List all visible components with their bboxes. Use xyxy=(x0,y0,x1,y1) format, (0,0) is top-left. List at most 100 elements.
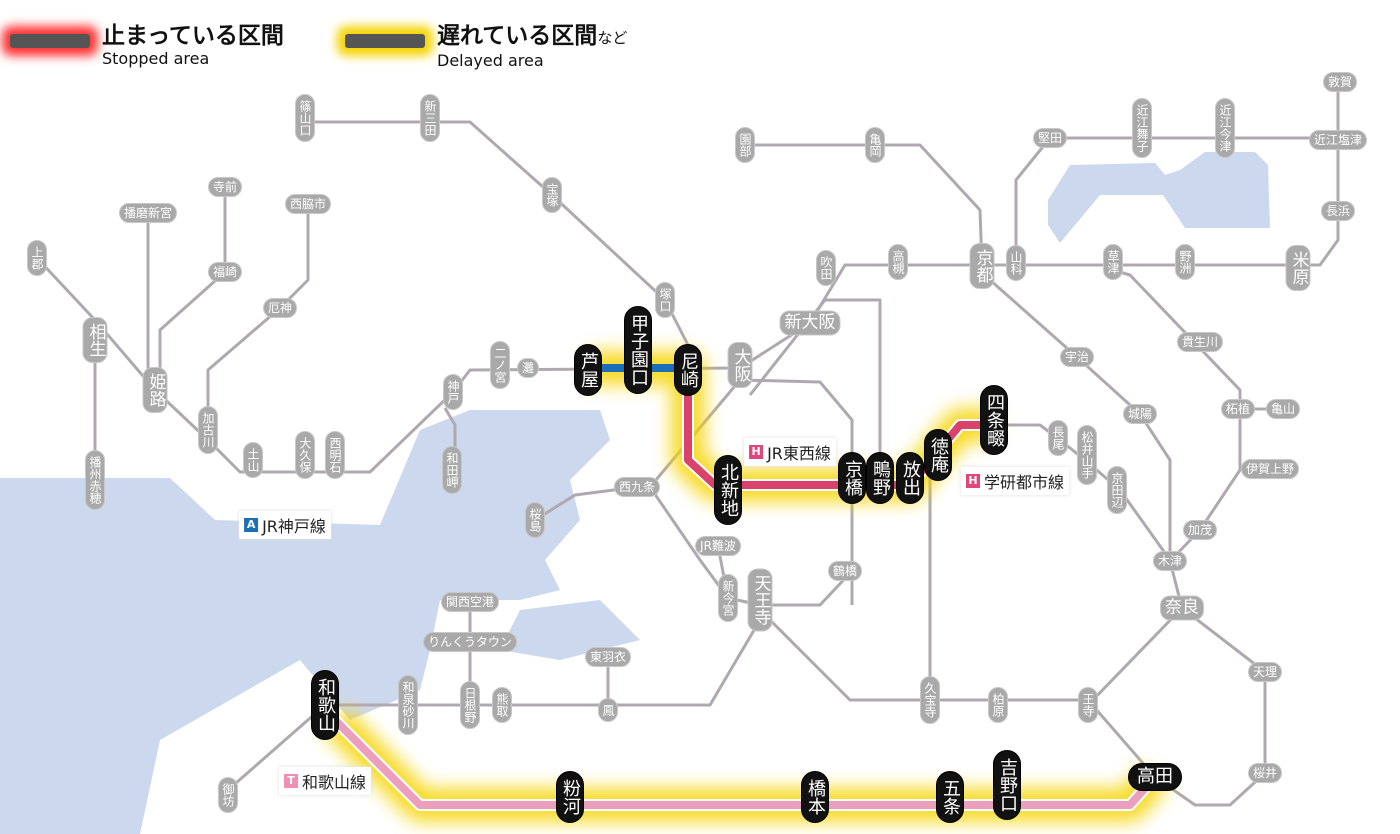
affected-station[interactable]: 和歌山 xyxy=(311,670,339,740)
station[interactable]: 草津 xyxy=(1103,244,1123,280)
affected-station[interactable]: 五条 xyxy=(936,771,964,823)
station[interactable]: 奈良 xyxy=(1160,595,1204,621)
station[interactable]: 宝塚 xyxy=(542,177,562,213)
station[interactable]: 御坊 xyxy=(218,777,238,813)
affected-station[interactable]: 徳庵 xyxy=(924,429,952,481)
station[interactable]: 亀山 xyxy=(1265,399,1301,419)
station[interactable]: 鶴橋 xyxy=(827,561,863,581)
station[interactable]: 京田辺 xyxy=(1107,466,1127,514)
line-badge: A xyxy=(244,518,259,532)
station[interactable]: 寺前 xyxy=(207,177,243,197)
station[interactable]: 東羽衣 xyxy=(584,647,632,667)
legend-delayed-suffix: など xyxy=(597,29,628,47)
station[interactable]: 天理 xyxy=(1247,662,1283,682)
affected-station[interactable]: 甲子園口 xyxy=(624,306,652,394)
station[interactable]: 野洲 xyxy=(1175,244,1195,280)
station[interactable]: 米原 xyxy=(1285,245,1311,291)
affected-station[interactable]: 吉野口 xyxy=(993,750,1021,820)
station[interactable]: 近江舞子 xyxy=(1132,98,1152,158)
line-name: 和歌山線 xyxy=(301,773,367,792)
station[interactable]: 和田岬 xyxy=(442,446,462,494)
station[interactable]: 長浜 xyxy=(1320,201,1356,221)
osaka-bay-water xyxy=(0,410,610,834)
affected-station[interactable]: 芦屋 xyxy=(574,344,602,396)
affected-station[interactable]: 北新地 xyxy=(714,455,742,525)
station[interactable]: 柏原 xyxy=(988,687,1008,723)
station[interactable]: 近江塩津 xyxy=(1308,130,1368,150)
station[interactable]: 吹田 xyxy=(816,250,836,286)
delayed-swatch xyxy=(345,34,425,48)
station[interactable]: 久宝寺 xyxy=(920,676,940,724)
station[interactable]: 相生 xyxy=(82,317,108,363)
station[interactable]: 木津 xyxy=(1152,551,1188,571)
station[interactable]: 貴生川 xyxy=(1176,332,1224,352)
station[interactable]: 加古川 xyxy=(198,406,218,454)
station[interactable]: 城陽 xyxy=(1122,404,1158,424)
station[interactable]: 西九条 xyxy=(613,477,661,497)
station[interactable]: 長尾 xyxy=(1048,420,1068,456)
station[interactable]: 堅田 xyxy=(1032,128,1068,148)
station[interactable]: 天王寺 xyxy=(747,568,773,632)
station[interactable]: 加茂 xyxy=(1182,520,1218,540)
station[interactable]: 高槻 xyxy=(888,244,908,280)
station[interactable]: 伊賀上野 xyxy=(1240,459,1300,479)
station[interactable]: 日根野 xyxy=(460,681,480,729)
affected-station[interactable]: 粉河 xyxy=(556,771,584,823)
station[interactable]: 播磨新宮 xyxy=(118,203,178,223)
station[interactable]: 鳳 xyxy=(598,698,618,722)
legend-stopped-en: Stopped area xyxy=(102,49,210,68)
station[interactable]: 福崎 xyxy=(207,262,243,282)
station[interactable]: りんくうタウン xyxy=(423,632,517,652)
affected-station[interactable]: 京橋 xyxy=(838,452,866,504)
station[interactable]: 神戸 xyxy=(443,374,463,410)
station[interactable]: 播州赤穂 xyxy=(85,450,105,510)
station[interactable]: 西明石 xyxy=(325,431,345,479)
station[interactable]: 西脇市 xyxy=(284,194,332,214)
station[interactable]: 柘植 xyxy=(1220,399,1256,419)
station[interactable]: 灘 xyxy=(516,358,540,378)
affected-station[interactable]: 鴫野 xyxy=(866,452,894,504)
station[interactable]: 大久保 xyxy=(295,431,315,479)
station[interactable]: 新今宮 xyxy=(718,574,738,622)
station[interactable]: 厄神 xyxy=(262,298,298,318)
station[interactable]: 敦賀 xyxy=(1322,72,1358,92)
legend-delayed: 遅れている区間など Delayed area xyxy=(345,22,627,70)
stopped-section-line-fill xyxy=(684,368,994,489)
station[interactable]: 上郡 xyxy=(27,240,47,276)
station[interactable]: JR難波 xyxy=(695,536,741,556)
lake-biwa-water xyxy=(1048,152,1270,243)
station[interactable]: 京都 xyxy=(969,243,995,289)
station[interactable]: 大阪 xyxy=(727,342,753,388)
station[interactable]: 土山 xyxy=(243,442,263,478)
station[interactable]: 山科 xyxy=(1006,245,1026,281)
station[interactable]: 王寺 xyxy=(1078,687,1098,723)
station[interactable]: 熊取 xyxy=(492,687,512,723)
affected-station[interactable]: 高田 xyxy=(1128,763,1182,791)
affected-station[interactable]: 四条畷 xyxy=(980,385,1008,455)
station[interactable]: 塚口 xyxy=(655,282,675,318)
affected-station[interactable]: 放出 xyxy=(896,452,924,504)
station[interactable]: 松井山手 xyxy=(1077,425,1097,485)
station[interactable]: 姫路 xyxy=(142,367,168,413)
station[interactable]: 亀岡 xyxy=(865,127,885,163)
affected-station[interactable]: 尼崎 xyxy=(674,344,702,396)
station[interactable]: 篠山口 xyxy=(295,94,315,142)
affected-station[interactable]: 橋本 xyxy=(801,771,829,823)
line-name: JR東西線 xyxy=(767,444,831,463)
station[interactable]: 園部 xyxy=(735,127,755,163)
legend-delayed-en: Delayed area xyxy=(437,51,544,70)
station[interactable]: 関西空港 xyxy=(440,592,500,612)
station[interactable]: 新大阪 xyxy=(779,310,841,336)
station[interactable]: 近江今津 xyxy=(1215,98,1235,158)
station[interactable]: 宇治 xyxy=(1059,347,1095,367)
station[interactable]: 和泉砂川 xyxy=(398,675,418,735)
station[interactable]: 桜島 xyxy=(525,502,545,538)
station[interactable]: 桜井 xyxy=(1247,763,1283,783)
station[interactable]: 二ノ宮 xyxy=(490,341,510,389)
station[interactable]: 新三田 xyxy=(420,94,440,142)
